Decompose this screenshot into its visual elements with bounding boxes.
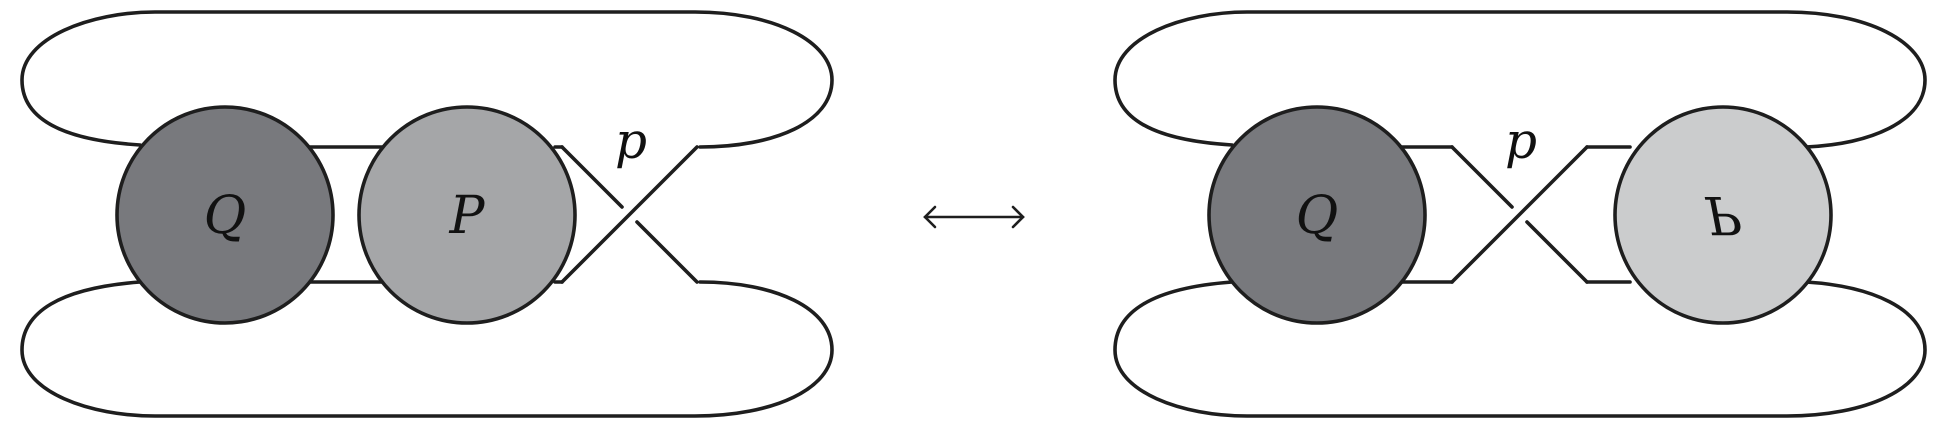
right-diagram: p Q P xyxy=(1113,10,1927,418)
right-tangle-p xyxy=(1613,105,1833,325)
right-top-loop xyxy=(1113,10,1927,149)
left-tangle-q xyxy=(115,105,335,325)
right-crossing-under-b xyxy=(1525,220,1589,284)
right-tangle-p-label-rotated: P xyxy=(1705,184,1742,244)
left-tangle-p xyxy=(357,105,577,325)
left-bottom-loop xyxy=(20,280,834,418)
left-tangle-q-label: Q xyxy=(204,186,247,246)
left-crossing-under-b xyxy=(635,220,699,284)
right-crossing-label: p xyxy=(1505,112,1537,170)
right-tangle-q xyxy=(1207,105,1427,325)
left-crossing-under-a xyxy=(560,145,624,209)
left-diagram: p Q P xyxy=(20,10,834,418)
left-crossing-over xyxy=(560,145,699,284)
left-tangle-p-label: P xyxy=(449,186,486,246)
relation-arrow xyxy=(923,205,1025,229)
right-crossing-under-a xyxy=(1450,145,1514,209)
left-top-loop xyxy=(20,10,834,149)
right-bottom-loop xyxy=(1113,280,1927,418)
right-crossing-over xyxy=(1450,145,1589,284)
left-crossing-label: p xyxy=(615,112,647,170)
right-tangle-q-label: Q xyxy=(1296,186,1339,246)
